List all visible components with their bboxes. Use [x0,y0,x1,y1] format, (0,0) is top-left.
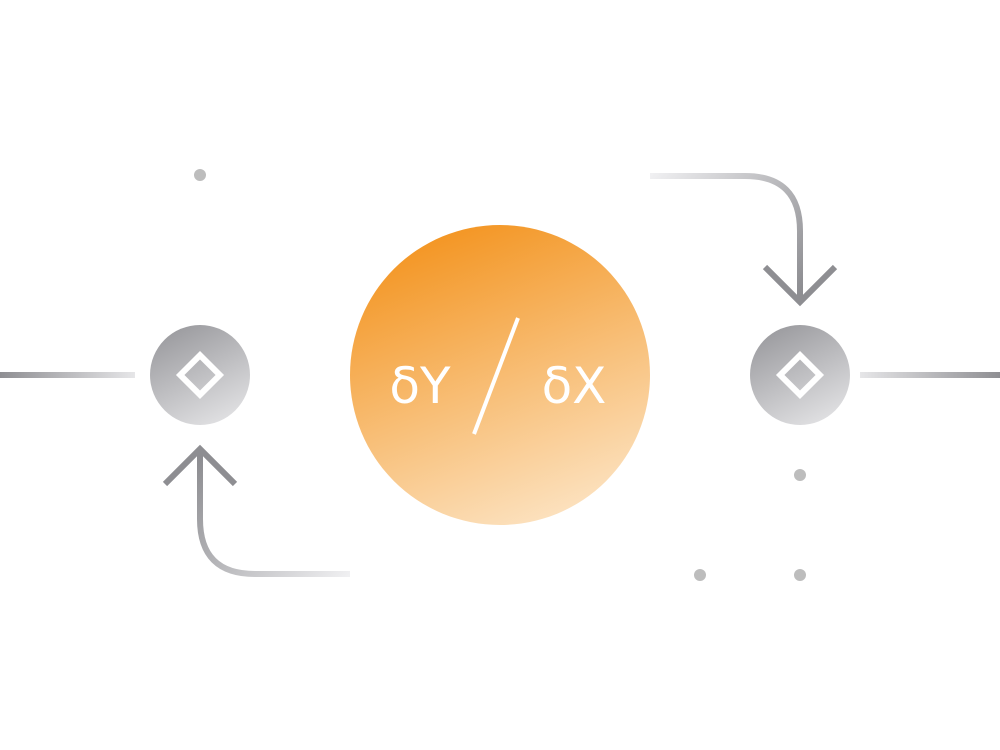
decor-dot [694,569,706,581]
left-node [150,325,250,425]
denominator-label: δX [542,357,607,415]
right-node [750,325,850,425]
fraction-slash [472,317,520,435]
down-arrow-icon [762,264,838,307]
numerator-label: δY [389,357,451,415]
right-output-line [860,372,1000,378]
decor-dot [194,169,206,181]
center-node: δY δX [350,225,650,525]
up-arrow-icon [162,444,238,487]
diamond-icon [775,350,825,400]
decor-dot [794,469,806,481]
bottom-feedback-curve [197,450,350,577]
top-feedback-curve [650,173,803,300]
left-input-line [0,372,135,378]
decor-dot [794,569,806,581]
diamond-icon [175,350,225,400]
